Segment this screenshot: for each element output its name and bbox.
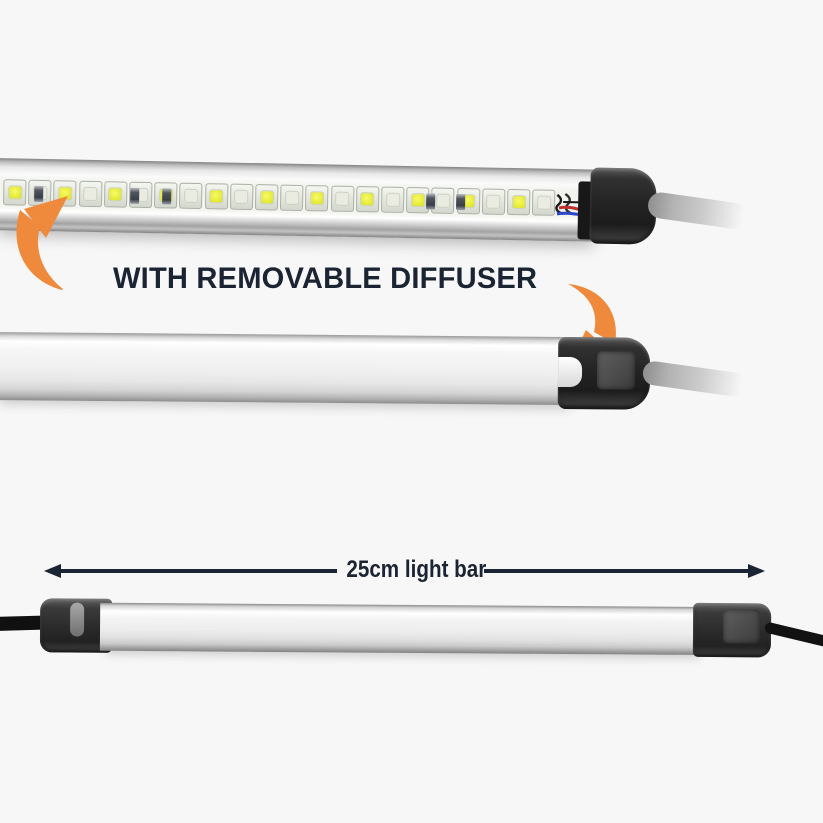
resistor-component xyxy=(425,193,436,210)
led-chip-lit xyxy=(53,180,77,207)
diffuser-tube-end xyxy=(557,356,583,388)
arrow-left-icon xyxy=(44,564,61,578)
dimension-line-right xyxy=(484,569,752,573)
light-bar-with-end-caps xyxy=(0,594,823,680)
resistor-component xyxy=(130,187,140,204)
resistor-component xyxy=(34,185,44,203)
led-chip-unlit xyxy=(229,183,254,211)
led-chip-unlit xyxy=(481,188,506,215)
led-chip-lit xyxy=(506,188,531,216)
led-chip-unlit xyxy=(280,184,304,212)
resistor-component xyxy=(455,193,466,211)
cap-slot-highlight xyxy=(69,602,85,637)
diffused-light-bar xyxy=(0,329,782,426)
led-chip-unlit xyxy=(179,182,203,210)
power-cable xyxy=(641,359,748,399)
arrow-right-icon xyxy=(748,564,765,578)
power-cable xyxy=(646,190,749,231)
led-chip-lit xyxy=(305,185,329,212)
cap-connector xyxy=(596,351,636,390)
power-cable-right xyxy=(763,621,823,649)
dimension-line-left xyxy=(57,569,337,573)
diffuser-tube xyxy=(0,332,579,406)
led-chip-lit xyxy=(2,179,27,206)
dimension-label: 25cm light bar xyxy=(346,556,487,583)
headline: WITH REMOVABLE DIFFUSER xyxy=(113,262,538,295)
bare-led-light-bar xyxy=(0,150,781,275)
led-chip-lit xyxy=(103,181,128,208)
cap-connector xyxy=(722,609,761,644)
led-chip-unlit xyxy=(380,186,405,213)
diffuser-tube xyxy=(99,602,707,655)
resistor-component xyxy=(162,188,172,205)
led-chip-unlit xyxy=(78,180,103,208)
led-chip-unlit xyxy=(330,185,355,212)
led-chip-lit xyxy=(204,183,229,210)
led-chip-lit xyxy=(355,186,380,213)
led-chip-lit xyxy=(254,184,279,211)
end-cap xyxy=(589,167,657,245)
